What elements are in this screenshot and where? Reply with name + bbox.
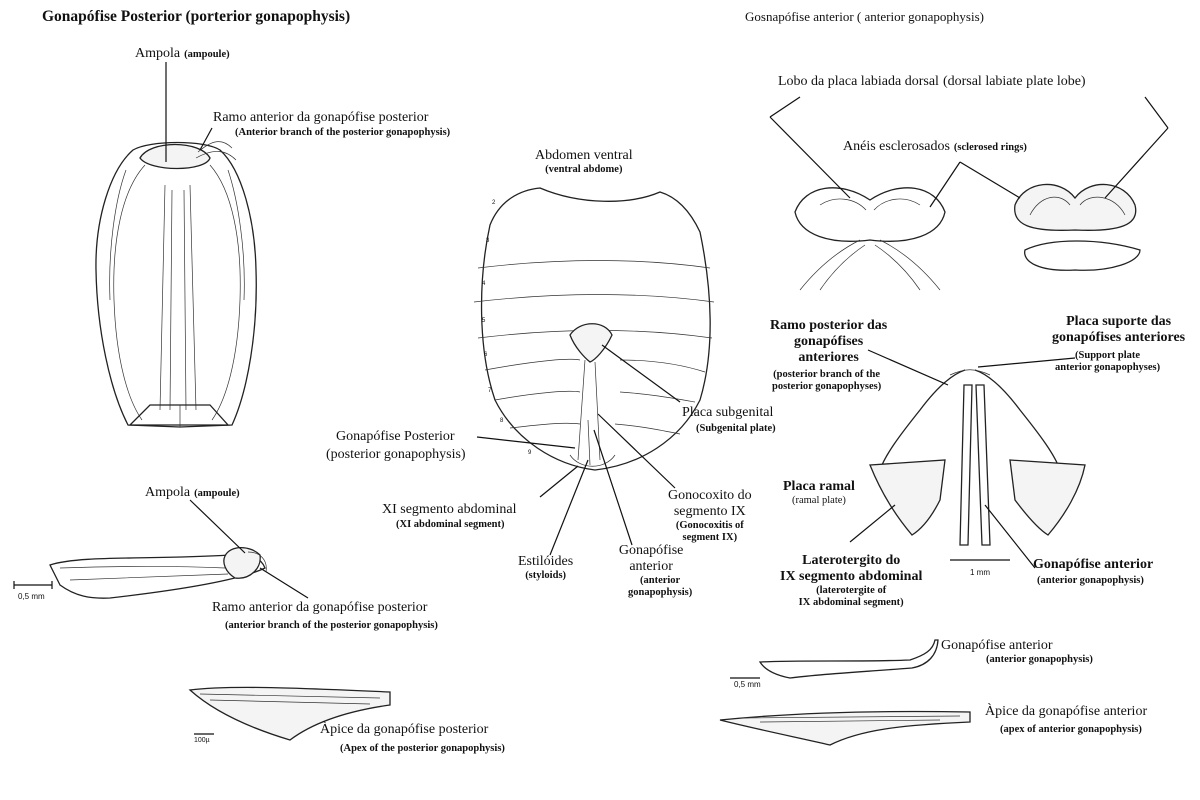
- label-placa-suporte-en: (Support plate anterior gonapophyses): [1055, 350, 1161, 374]
- posterior-gonapophysis-lateral-figure: [13, 546, 267, 599]
- anterior-gonapophysis-lateral-figures: [719, 639, 971, 746]
- segment-number: 8: [500, 418, 504, 424]
- scale-left-mid: 0,5 mm: [18, 592, 45, 601]
- scale-right-mid: 1 mm: [970, 568, 990, 577]
- labiate-plate-figures: [794, 183, 1141, 291]
- label-ramo-bottom-en: (anterior branch of the posterior gonapo…: [225, 620, 438, 631]
- label-ampola-top: Ampola (ampoule): [135, 46, 230, 61]
- label-gonapofise-posterior-pt: Gonapófise Posterior: [336, 429, 455, 444]
- label-apice-anterior-pt: Àpice da gonapófise anterior: [985, 704, 1148, 719]
- left-title: Gonapófise Posterior (porterior gonapoph…: [42, 8, 351, 25]
- label-gonapofise-anterior-bottom-en: (anterior gonapophysis): [986, 654, 1093, 665]
- label-gonapofise-posterior-en: (posterior gonapophysis): [326, 447, 466, 462]
- segment-number: 2: [492, 200, 496, 206]
- label-apice-post-en: (Apex of the posterior gonapophysis): [340, 743, 505, 754]
- segment-number: 3: [486, 238, 490, 244]
- label-ramo-bottom-pt: Ramo anterior da gonapófise posterior: [212, 600, 428, 615]
- label-ramo-top-en: (Anterior branch of the posterior gonapo…: [235, 127, 451, 138]
- posterior-gonapophysis-apex-figure: [188, 686, 391, 741]
- label-ampola-bottom: Ampola (ampoule): [145, 485, 240, 500]
- segment-number: 5: [482, 318, 486, 324]
- anterior-gonapophysis-figure: [869, 369, 1086, 561]
- label-apice-post-pt: Àpice da gonapófise posterior: [320, 722, 489, 737]
- label-xi-segment-en: (XI abdominal segment): [396, 519, 505, 530]
- leader-lines: [165, 62, 1169, 599]
- label-placa-subgenital-en: (Subgenital plate): [696, 423, 776, 434]
- label-placa-suporte: Placa suporte das gonapófises anteriores: [1052, 314, 1186, 346]
- label-gonapofise-anterior-bottom-pt: Gonapófise anterior: [941, 638, 1053, 653]
- segment-number: 9: [528, 450, 532, 456]
- label-lobo: Lobo da placa labiada dorsal (dorsal lab…: [778, 74, 1086, 89]
- label-ramo-posterior-en: (posterior branch of the posterior gonap…: [772, 369, 882, 393]
- segment-number: 6: [484, 352, 488, 358]
- posterior-gonapophysis-figure: [95, 141, 257, 428]
- label-xi-segment-pt: XI segmento abdominal: [382, 502, 517, 517]
- label-ramo-posterior: Ramo posterior das gonapófises anteriore…: [770, 318, 888, 366]
- right-title: Gosnapófise anterior ( anterior gonapoph…: [745, 9, 984, 24]
- label-apice-anterior-en: (apex of anterior gonapophysis): [1000, 724, 1142, 735]
- label-gonapofise-anterior-right-pt: Gonapófise anterior: [1033, 557, 1154, 572]
- segment-number: 4: [482, 281, 486, 287]
- label-gonocoxito: Gonocoxito do segmento IX (Gonocoxitis o…: [668, 488, 752, 544]
- label-gonapofise-anterior-mid: Gonapófise anterior (anterior gonapophys…: [618, 543, 693, 599]
- label-laterotergito: Laterotergito do IX segmento abdominal (…: [780, 553, 923, 609]
- scale-right-bottom: 0,5 mm: [734, 680, 761, 689]
- ventral-abdomen-figure: [473, 187, 715, 471]
- segment-number: 7: [488, 388, 492, 394]
- label-gonapofise-anterior-right-en: (anterior gonapophysis): [1037, 575, 1144, 586]
- label-abdomen: Abdomen ventral (ventral abdome): [535, 148, 633, 176]
- label-aneis: Anéis esclerosados (sclerosed rings): [843, 139, 1027, 154]
- label-placa-subgenital-pt: Placa subgenital: [682, 405, 774, 420]
- label-placa-ramal: Placa ramal (ramal plate): [783, 479, 855, 507]
- label-estiloides: Estilóides (styloids): [518, 554, 574, 582]
- scale-left-bottom: 100µ: [194, 737, 210, 744]
- label-ramo-top-pt: Ramo anterior da gonapófise posterior: [213, 110, 429, 125]
